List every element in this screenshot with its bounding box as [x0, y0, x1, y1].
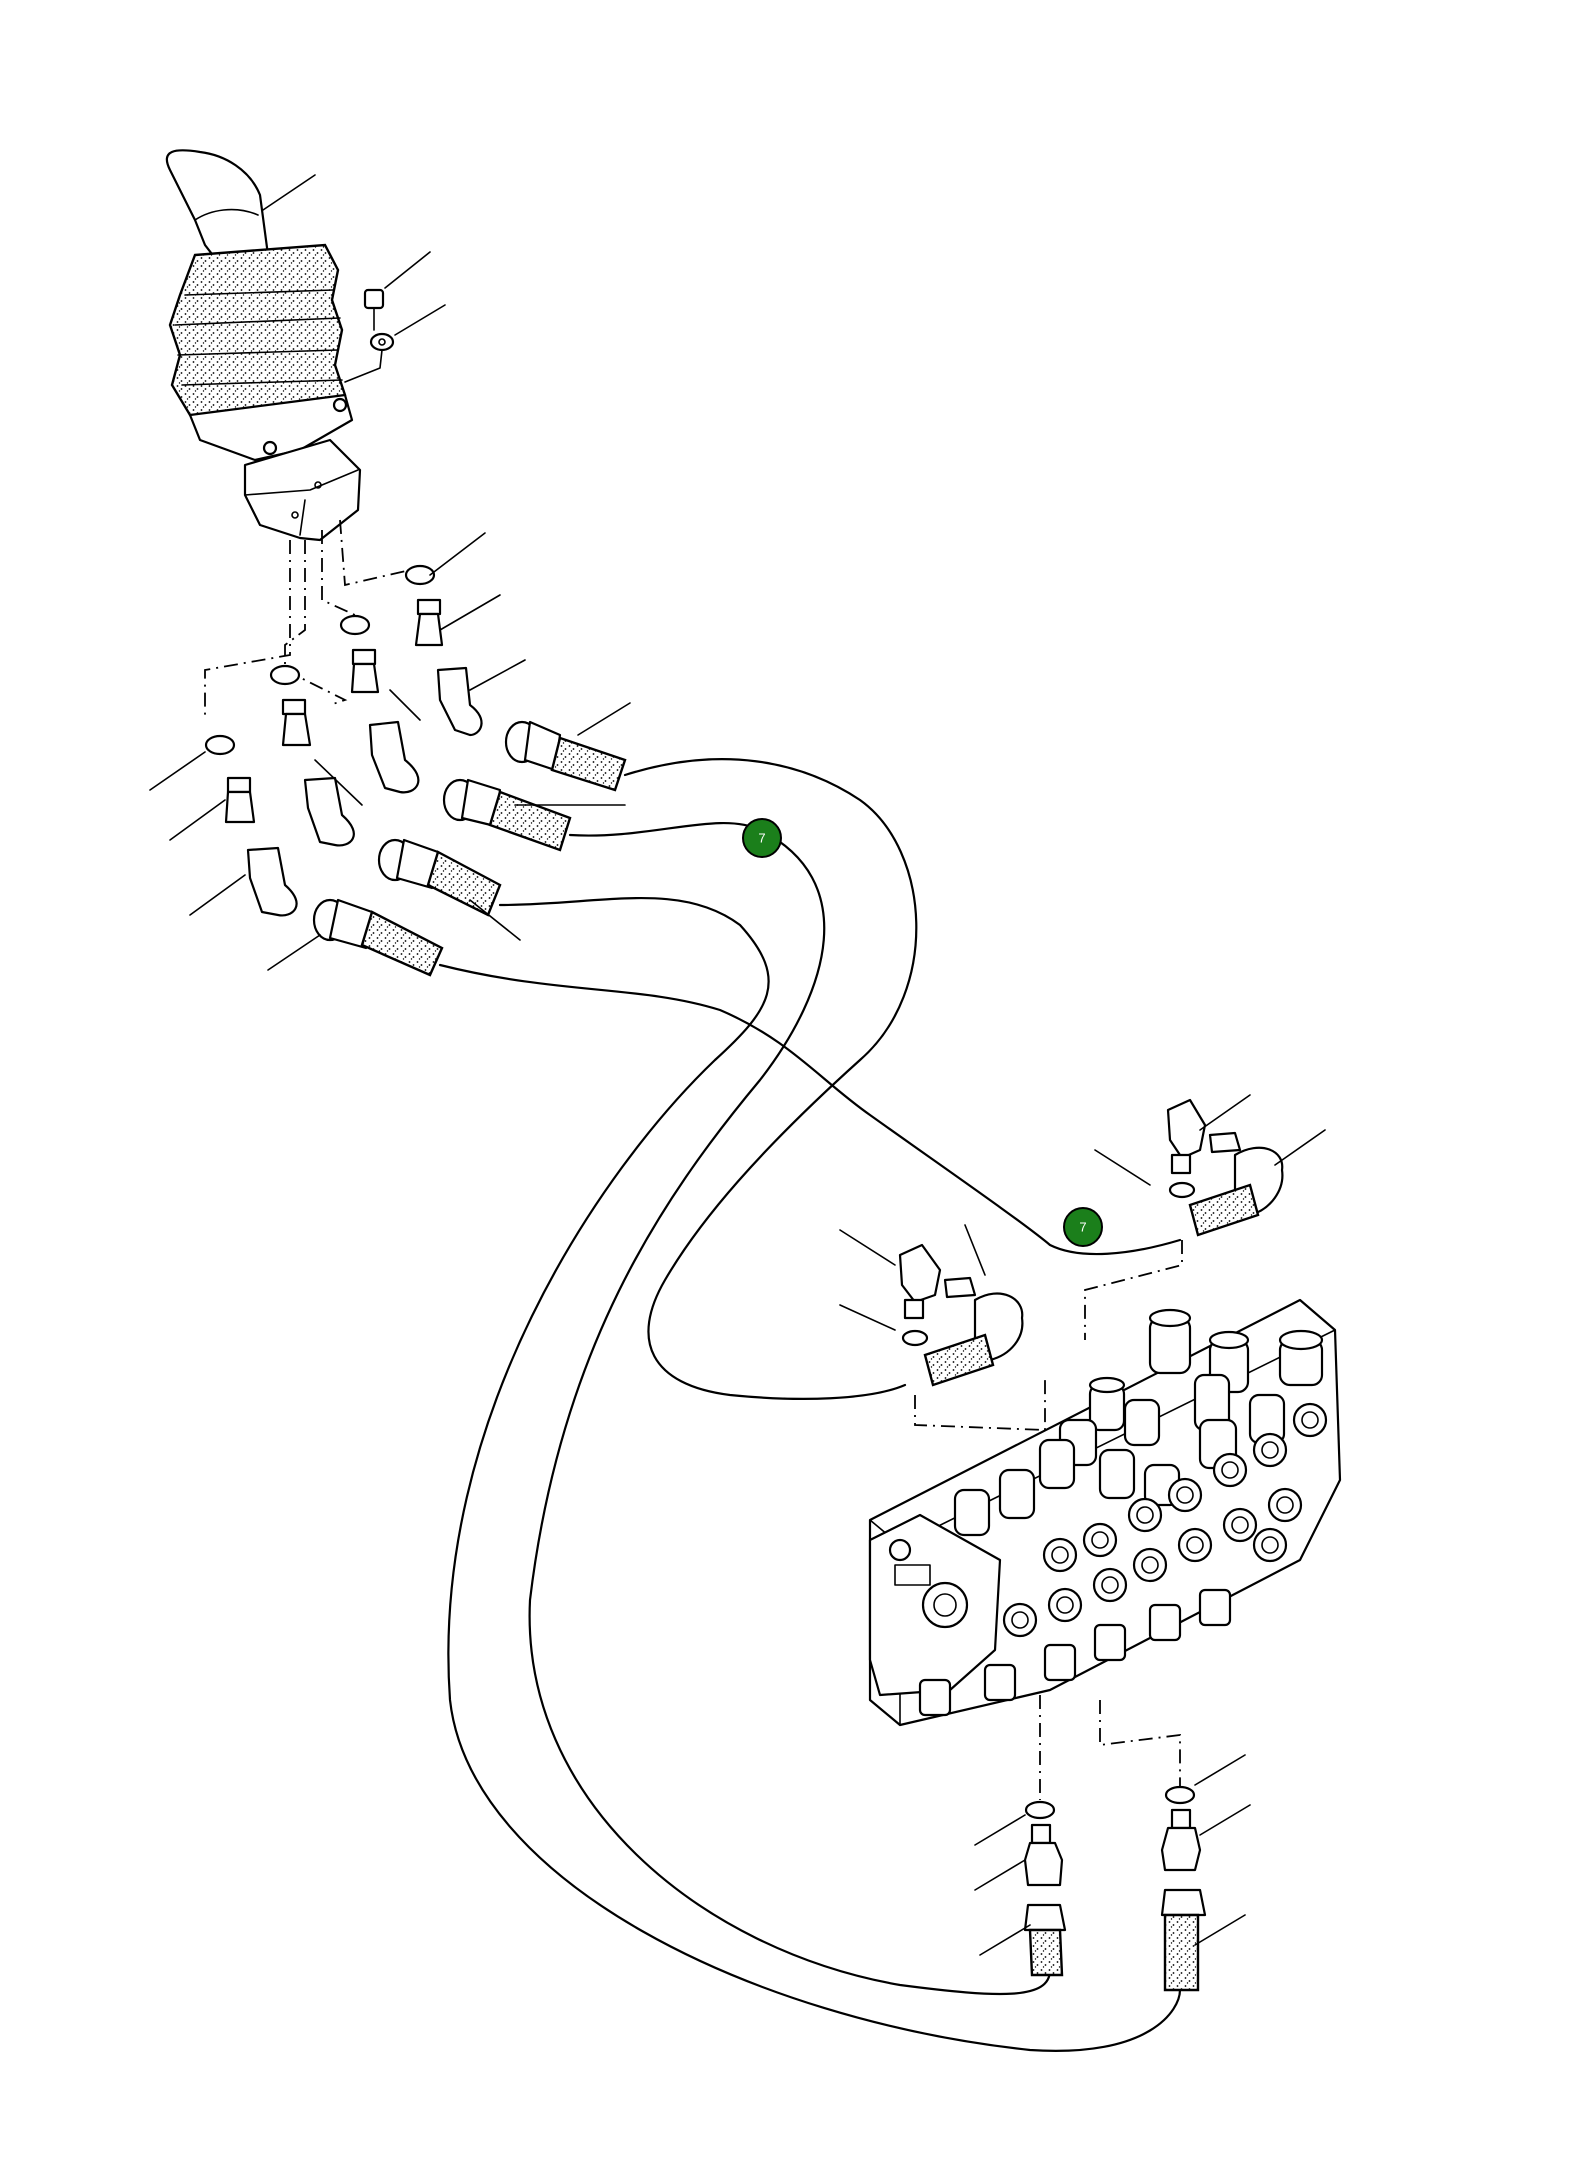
valve-bottom-center-lines: [1039, 1695, 1181, 1800]
bottom-fitting-left: [974, 1800, 1067, 1977]
elbow-fitting-right: [1084, 1094, 1326, 1340]
callout-label: 7: [758, 831, 765, 846]
rubber-boot: [168, 243, 347, 422]
hose-routes: [438, 758, 1182, 2052]
elbow-fitting-center: [839, 1224, 1046, 1431]
spool-caps: [953, 1308, 1324, 1537]
bottom-fitting-right: [1160, 1754, 1251, 1992]
fitting-stack-c: [269, 664, 521, 941]
fitting-stack-a: [404, 532, 631, 792]
fitting-stack-d: [149, 734, 444, 977]
socket-bolt: [363, 288, 385, 331]
callout-label: 7: [1079, 1220, 1086, 1235]
fitting-stack-b: [339, 614, 626, 852]
callout-marker-2[interactable]: 7: [1063, 1207, 1103, 1247]
callout-marker-1[interactable]: 7: [742, 818, 782, 858]
port-bosses: [1002, 1402, 1328, 1638]
joystick-assembly: [165, 149, 446, 542]
control-valve-bank: [868, 1298, 1342, 1727]
lock-washer: [369, 332, 395, 352]
port-center-lines: [204, 519, 411, 720]
